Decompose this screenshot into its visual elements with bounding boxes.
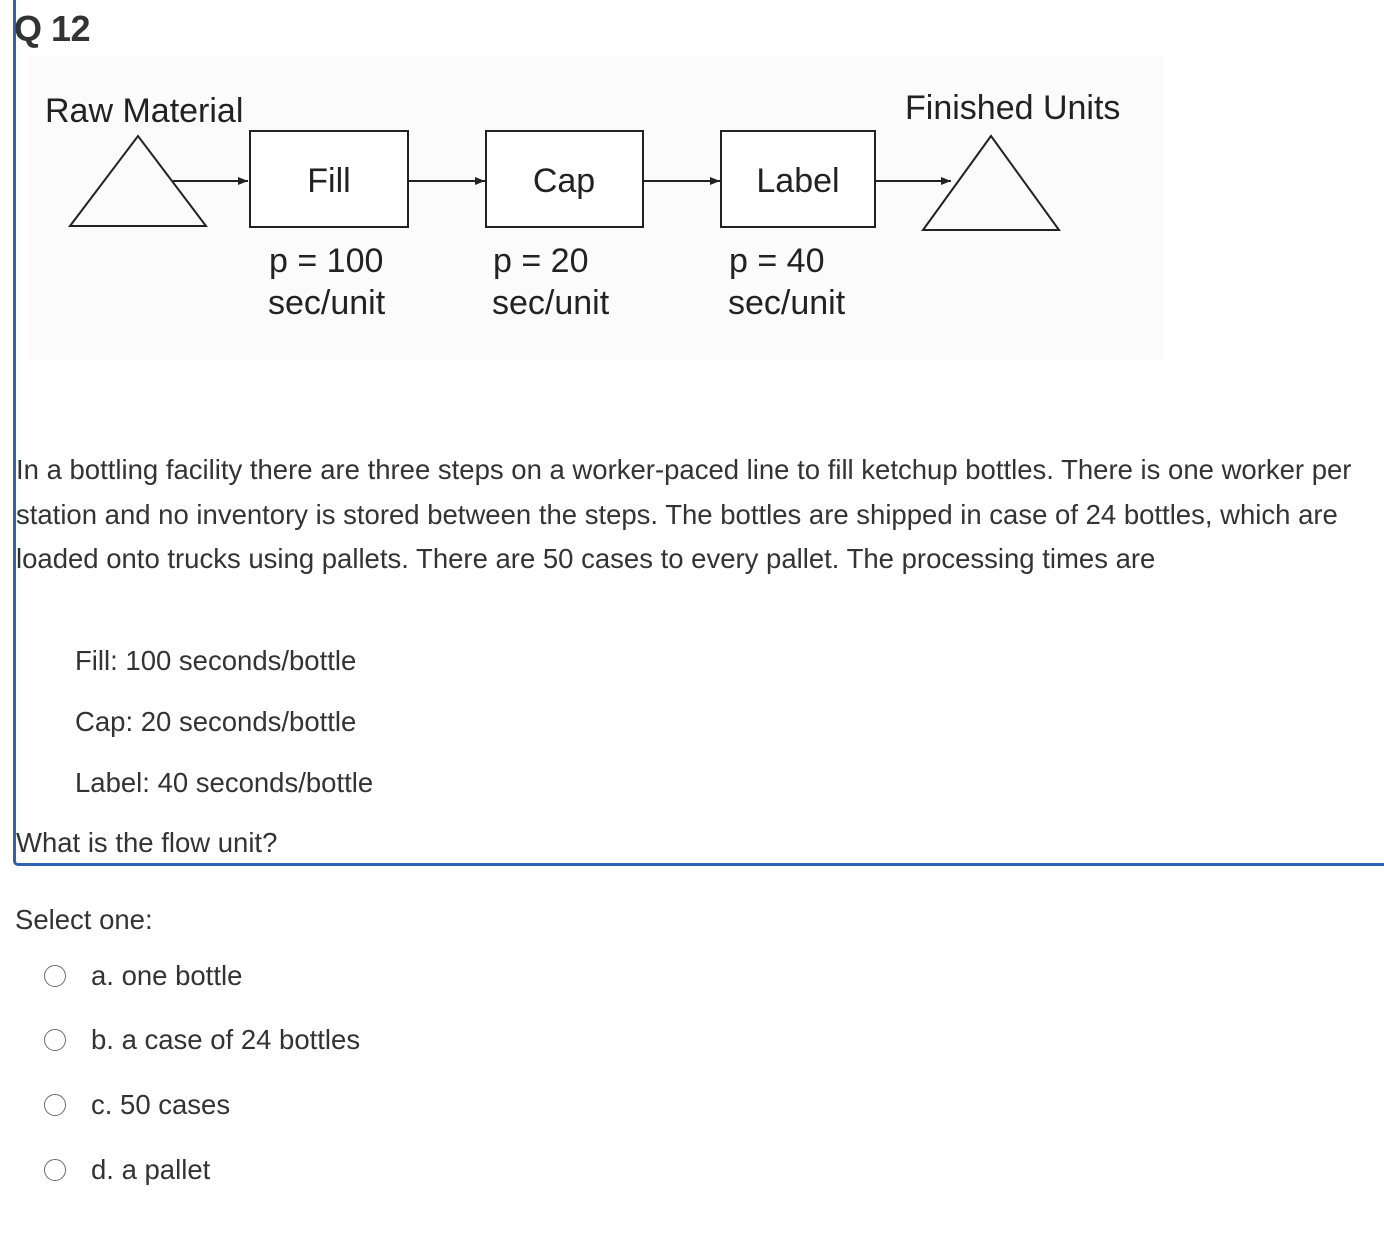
process-flow-diagram: Raw Material Finished Units Fill Cap Lab…: [28, 56, 1164, 360]
label-processing-time: p = 40: [729, 242, 824, 280]
answer-option-d[interactable]: d. a pallet: [44, 1150, 210, 1190]
fill-station-name: Fill: [307, 162, 350, 200]
label-processing-unit: sec/unit: [728, 284, 846, 322]
answer-option-b-label[interactable]: b. a case of 24 bottles: [91, 1024, 361, 1055]
answer-option-a-label[interactable]: a. one bottle: [91, 960, 243, 991]
label-station-box: [720, 130, 876, 228]
answer-option-d-label[interactable]: d. a pallet: [91, 1154, 211, 1185]
question-box: [13, 0, 1384, 866]
select-one-label: Select one:: [15, 904, 153, 935]
answer-option-a[interactable]: a. one bottle: [44, 956, 242, 996]
fill-processing-time: p = 100: [269, 242, 383, 280]
processing-time-label: Label: 40 seconds/bottle: [75, 767, 374, 798]
question-prompt: What is the flow unit?: [16, 827, 278, 858]
answer-option-c[interactable]: c. 50 cases: [44, 1085, 230, 1125]
finished-units-inventory-triangle: [921, 134, 1061, 231]
raw-material-label: Raw Material: [45, 92, 243, 130]
finished-units-label: Finished Units: [905, 89, 1120, 127]
radio-button-d[interactable]: [44, 1159, 66, 1181]
fill-station-box: [249, 130, 409, 228]
answer-option-b[interactable]: b. a case of 24 bottles: [44, 1020, 360, 1060]
processing-time-fill: Fill: 100 seconds/bottle: [75, 645, 357, 676]
cap-station-name: Cap: [533, 162, 595, 200]
label-station-name: Label: [756, 162, 839, 200]
radio-button-a[interactable]: [44, 965, 66, 987]
cap-processing-time: p = 20: [493, 242, 588, 280]
question-number: Q 12: [14, 8, 91, 49]
cap-station-box: [485, 130, 644, 228]
question-text: In a bottling facility there are three s…: [16, 454, 1352, 574]
answer-option-c-label[interactable]: c. 50 cases: [91, 1089, 231, 1120]
radio-button-b[interactable]: [44, 1029, 66, 1051]
radio-button-c[interactable]: [44, 1094, 66, 1116]
fill-processing-unit: sec/unit: [268, 284, 386, 322]
raw-material-inventory-triangle: [67, 134, 209, 227]
processing-time-cap: Cap: 20 seconds/bottle: [75, 706, 357, 737]
cap-processing-unit: sec/unit: [492, 284, 610, 322]
